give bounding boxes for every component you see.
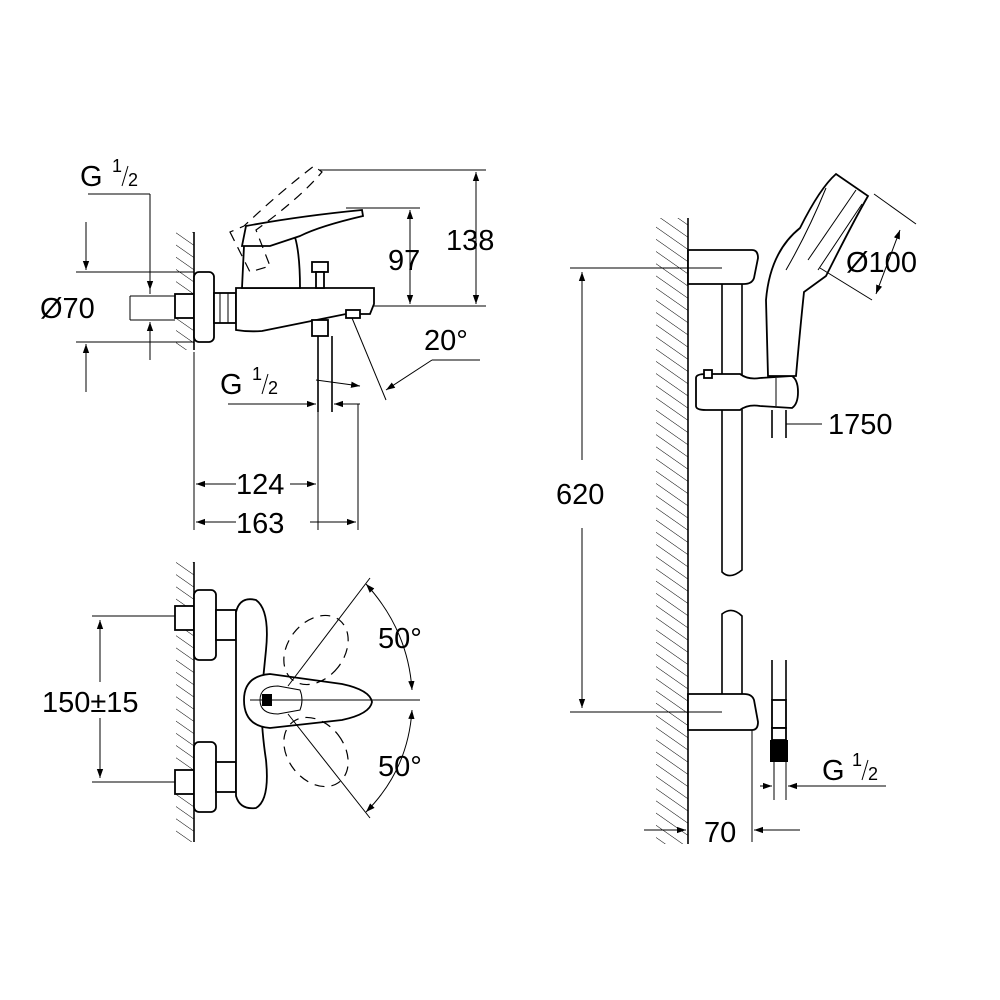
label-g-half-mid-num: 1 <box>252 364 262 384</box>
label-g-half-right-num: 1 <box>852 750 862 770</box>
rail-lower <box>721 609 743 694</box>
label-163: 163 <box>236 508 284 540</box>
label-g-half-top-den: 2 <box>128 170 138 190</box>
mixer-body-side <box>235 287 375 333</box>
label-g-half-right-den: 2 <box>868 764 878 784</box>
label-g-half-top: G <box>80 161 103 193</box>
rail-bracket-top <box>687 249 759 285</box>
eccentric-bottom <box>215 761 237 793</box>
hose-nut <box>770 740 788 762</box>
slider-holder <box>695 373 799 411</box>
lever-front <box>243 673 373 729</box>
outlet-connector <box>311 319 329 337</box>
rail-bracket-bottom <box>687 693 759 731</box>
label-g-half-top-num: 1 <box>112 156 122 176</box>
label-1750: 1750 <box>828 409 893 441</box>
wall-hatch-shower <box>656 218 688 844</box>
label-138: 138 <box>446 225 494 257</box>
spout-tip <box>345 309 361 319</box>
wall-hatch-front <box>176 562 194 842</box>
lever-dashed-down <box>283 716 349 788</box>
label-70: 70 <box>704 817 736 849</box>
lever-raised-dashed <box>229 165 323 273</box>
label-g-half-right: G <box>822 755 845 787</box>
connector-nut-top <box>174 605 195 631</box>
escutcheon-top <box>193 589 217 661</box>
hand-shower <box>765 172 870 377</box>
eccentric-top <box>215 609 237 641</box>
label-97: 97 <box>388 245 420 277</box>
connector-nut-bottom <box>174 769 195 795</box>
connector-nut-side <box>174 293 195 319</box>
label-dia70: Ø70 <box>40 293 95 325</box>
label-124: 124 <box>236 469 284 501</box>
side-view: G 1 2 Ø70 97 138 20° G 1 2 124 163 <box>40 156 494 540</box>
eccentric-side <box>213 292 237 324</box>
label-20deg: 20° <box>424 325 468 357</box>
label-dia100: Ø100 <box>846 247 917 279</box>
label-620: 620 <box>556 479 604 511</box>
escutcheon-bottom <box>193 741 217 813</box>
label-g-half-mid: G <box>220 369 243 401</box>
wall-hatch-side <box>176 232 194 350</box>
lever-handle-side <box>240 209 365 247</box>
label-150: 150±15 <box>42 687 139 719</box>
label-50deg-bottom: 50° <box>378 751 422 783</box>
rail-upper <box>721 284 743 577</box>
shower-set: 620 Ø100 1750 G 1 2 70 <box>556 172 917 849</box>
label-50deg-top: 50° <box>378 623 422 655</box>
front-view: 150±15 50° 50° <box>42 562 422 842</box>
escutcheon-side <box>193 271 215 343</box>
diverter-knob-side <box>311 261 329 273</box>
label-g-half-mid-den: 2 <box>268 378 278 398</box>
